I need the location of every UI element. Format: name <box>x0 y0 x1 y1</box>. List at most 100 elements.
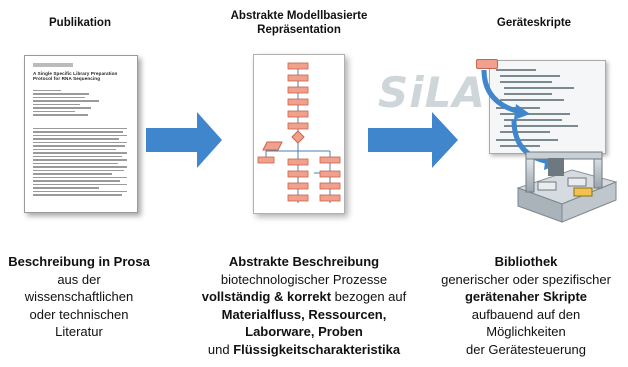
caption-line: Möglichkeiten <box>424 323 628 341</box>
paper-text-line <box>33 131 124 133</box>
code-line <box>504 119 562 121</box>
process-box <box>287 62 309 70</box>
paper-text-line <box>33 152 127 154</box>
caption-publikation: Beschreibung in Prosa aus der wissenschaft… <box>4 253 154 341</box>
paper-text-line <box>33 194 123 196</box>
caption-text: wissenschaftlichen <box>24 289 134 304</box>
caption-line: Abstrakte Beschreibung <box>184 253 424 271</box>
caption-line: aus der <box>4 271 154 289</box>
caption-modell: Abstrakte Beschreibung biotechnologischer… <box>184 253 424 358</box>
paper-text-line <box>33 90 62 92</box>
paper-text-line <box>33 148 116 151</box>
caption-text: biotechnologischer Prozesse <box>220 271 388 287</box>
heading-publikation: Publikation <box>49 17 111 29</box>
caption-text: oder technischen <box>29 306 129 322</box>
process-box <box>287 122 309 130</box>
caption-text: Literatur <box>55 324 103 339</box>
process-box <box>287 74 309 82</box>
paper-text-line <box>33 176 127 179</box>
paper-text-line <box>33 141 127 144</box>
caption-line: vollständig & korrekt bezogen auf <box>184 288 424 306</box>
code-line <box>504 87 574 89</box>
paper-text-line <box>33 155 123 158</box>
paper-text-line <box>33 159 127 161</box>
paper-text-line <box>33 169 125 172</box>
paper-text-line <box>33 107 92 109</box>
code-line <box>500 81 552 83</box>
paper-text-line <box>33 103 80 106</box>
caption-line: generischer oder spezifischer <box>424 271 628 289</box>
arrow-right-1 <box>146 112 222 168</box>
paper-text-line <box>33 180 121 182</box>
heading-modell-line1: Abstrakte Modellbasierte <box>230 10 368 22</box>
process-box <box>287 110 309 118</box>
code-line <box>500 113 570 115</box>
caption-text: aus der <box>57 271 101 287</box>
heading-geraeteskripte: Geräteskripte <box>496 17 572 29</box>
caption-line: wissenschaftlichen <box>4 288 154 306</box>
code-line <box>500 99 564 101</box>
paper-toc-lines <box>33 90 127 118</box>
caption-text: aufbauend auf den <box>471 306 581 322</box>
caption-line: oder technischen <box>4 306 154 324</box>
paper-text-line <box>33 114 88 116</box>
script-chip-icon <box>476 59 498 69</box>
caption-text: der Gerätesteuerung <box>466 341 586 357</box>
process-box <box>319 182 341 190</box>
caption-bold-text: Flüssigkeitscharakteristika <box>233 341 401 357</box>
code-line <box>504 125 578 127</box>
paper-text-line <box>33 138 120 140</box>
paper-text-line <box>33 190 127 193</box>
caption-text: generischer oder spezifischer <box>441 271 611 287</box>
caption-bold-text: Abstrakte Beschreibung <box>228 254 380 269</box>
paper-text-line <box>33 93 90 95</box>
code-line <box>496 139 558 141</box>
process-box <box>287 194 309 202</box>
paper-text-line <box>33 183 127 186</box>
caption-text: und <box>207 341 234 357</box>
process-box <box>287 170 309 178</box>
caption-bold-text: Beschreibung in Prosa <box>8 254 150 269</box>
caption-line: gerätenaher Skripte <box>424 288 628 306</box>
paper-text-line <box>33 187 99 189</box>
arrow-right-2 <box>368 112 458 168</box>
caption-line: Laborware, Proben <box>184 323 424 341</box>
caption-line: aufbauend auf den <box>424 306 628 324</box>
paper-text-line <box>33 162 118 165</box>
paper-body-lines <box>33 128 127 198</box>
paper-text-line <box>33 96 85 99</box>
caption-line: Materialfluss, Ressourcen, <box>184 306 424 324</box>
process-box <box>287 182 309 190</box>
lab-robot-icon <box>516 151 618 223</box>
caption-bold-text: Laborware, Proben <box>245 324 363 339</box>
decision-diamond <box>291 130 305 144</box>
caption-line: Bibliothek <box>424 253 628 271</box>
paper-text-line <box>33 134 127 137</box>
code-line <box>504 93 552 95</box>
caption-bold-text: gerätenaher Skripte <box>464 289 588 304</box>
paper-text-line <box>33 173 112 175</box>
paper-text-line <box>33 128 127 130</box>
heading-modell: Abstrakte Modellbasierte Repräsentation <box>218 9 380 37</box>
process-box <box>287 158 309 166</box>
flowchart-icon <box>253 54 345 214</box>
caption-bold-text: vollständig & korrekt <box>201 289 332 304</box>
heading-modell-line2: Repräsentation <box>257 24 341 36</box>
caption-text: bezogen auf <box>331 289 407 304</box>
paper-text-line <box>33 166 127 168</box>
paper-text-line <box>33 110 76 113</box>
sila-logo: SiLA <box>378 68 486 117</box>
caption-line: biotechnologischer Prozesse <box>184 271 424 289</box>
process-box <box>287 98 309 106</box>
code-line <box>500 75 560 77</box>
paper-text-line <box>33 100 99 102</box>
paper-title: A Single Specific Library Preparation Pr… <box>33 71 118 82</box>
caption-line: der Gerätesteuerung <box>424 341 628 359</box>
code-line <box>500 131 550 133</box>
process-box <box>287 86 309 94</box>
process-box <box>257 156 275 164</box>
paper-header-bar <box>33 63 73 67</box>
caption-line: Beschreibung in Prosa <box>4 253 154 271</box>
code-line <box>496 69 536 71</box>
